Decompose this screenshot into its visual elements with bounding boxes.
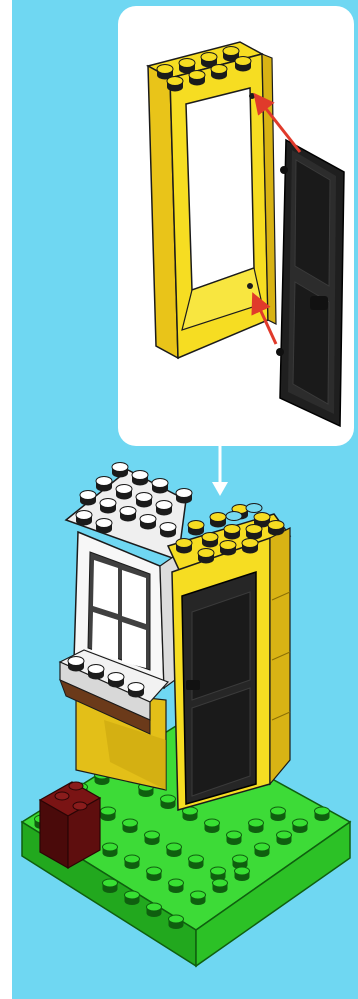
highlight-stud [226, 512, 242, 521]
callout-box [118, 6, 354, 446]
yellow-door-wall [168, 504, 290, 811]
highlight-stud [246, 504, 262, 513]
left-edge-strip [0, 0, 12, 999]
door-part [276, 140, 344, 426]
door-frame-part [148, 42, 276, 358]
dark-red-brick [40, 782, 100, 868]
